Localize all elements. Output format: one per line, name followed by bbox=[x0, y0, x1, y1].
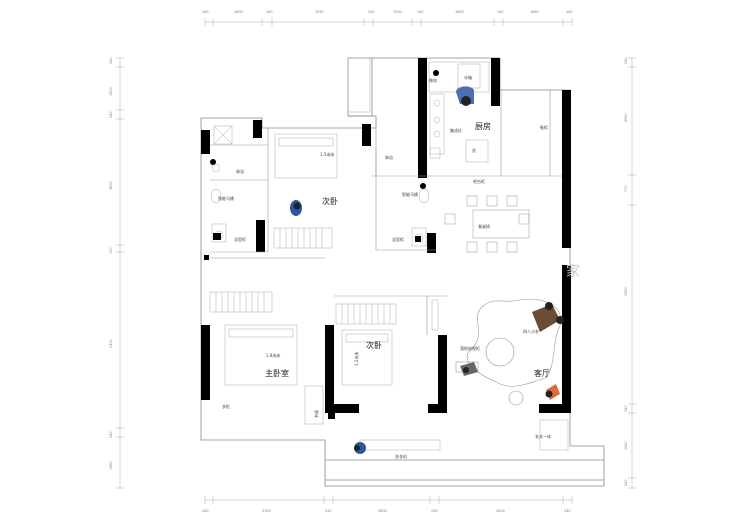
dim-bottom-5: 240 bbox=[431, 509, 437, 513]
room-label-second-bedroom-bottom: 次卧 bbox=[366, 340, 382, 350]
living-rug bbox=[467, 298, 562, 387]
bed-second-bottom bbox=[341, 329, 393, 386]
dim-bottom-6: 3400 bbox=[496, 509, 505, 513]
label-bar-counter: 吧台柜 bbox=[473, 178, 485, 184]
label-basin-right: 浴室柜 bbox=[392, 236, 404, 242]
coffee-table bbox=[485, 337, 515, 367]
label-toilet-left: 智能马桶 bbox=[218, 195, 234, 201]
room-label-living-room: 客厅 bbox=[534, 368, 550, 378]
dim-left-6: 2300 bbox=[109, 339, 113, 348]
person-living-icon bbox=[545, 384, 560, 400]
dim-right-2: 2940 bbox=[624, 113, 628, 122]
dim-right-1: 240 bbox=[624, 58, 628, 64]
dim-right-3: 770 bbox=[624, 186, 628, 192]
label-dining-table: 餐桌椅 bbox=[478, 223, 490, 229]
wardrobe-second-bottom bbox=[335, 303, 397, 325]
floor-drain-left bbox=[213, 233, 221, 240]
label-shower-left: 淋浴 bbox=[236, 168, 244, 174]
label-sink: 集成灶 bbox=[450, 127, 462, 133]
person-bedroom-icon bbox=[290, 200, 302, 216]
wardrobe-second-top bbox=[273, 227, 333, 249]
label-bed-12: 1.2米床 bbox=[353, 352, 359, 366]
room-label-second-bedroom-top: 次卧 bbox=[322, 196, 338, 206]
label-basin-left: 浴室柜 bbox=[234, 236, 246, 242]
label-desk: 书桌 bbox=[313, 410, 319, 418]
structural-walls bbox=[201, 58, 571, 419]
dim-top-8: 1600 bbox=[455, 10, 464, 14]
dim-left-2: 1500 bbox=[109, 87, 113, 96]
wardrobe-second-side bbox=[431, 299, 439, 331]
dim-bottom-3: 240 bbox=[325, 509, 331, 513]
bed-second-top bbox=[274, 133, 338, 179]
bottom-dimension-line bbox=[204, 496, 573, 504]
partitions bbox=[210, 90, 562, 335]
dim-right-4: 2360 bbox=[624, 287, 628, 296]
dim-right-6: 1540 bbox=[624, 441, 628, 450]
dim-bottom-7: 240 bbox=[564, 509, 570, 513]
dim-top-1: 240 bbox=[202, 10, 208, 14]
label-fridge: 冰箱 bbox=[464, 74, 472, 80]
dim-left-1: 240 bbox=[109, 58, 113, 64]
dim-left-8: 1360 bbox=[109, 461, 113, 470]
label-entrance: 玄关一体 bbox=[535, 433, 551, 439]
dim-top-9: 240 bbox=[497, 10, 503, 14]
dim-right-7: 240 bbox=[624, 480, 628, 486]
dim-top-7: 240 bbox=[417, 10, 423, 14]
label-sofa: 四人沙发 bbox=[523, 328, 539, 334]
bathroom-left-fixtures bbox=[210, 125, 233, 243]
label-shower-right: 淋浴 bbox=[385, 154, 393, 160]
person-entrance-icon bbox=[354, 442, 366, 454]
top-dimension-line bbox=[204, 18, 573, 26]
dim-top-11: 240 bbox=[566, 10, 572, 14]
dim-top-3: 100 bbox=[266, 10, 272, 14]
dim-left-7: 240 bbox=[109, 432, 113, 438]
room-label-master-bedroom: 主卧室 bbox=[265, 368, 289, 378]
label-washer: 洗衣机 bbox=[395, 453, 407, 459]
person-tv-icon bbox=[460, 362, 478, 376]
kitchen-column bbox=[492, 95, 498, 101]
kitchen-fixtures bbox=[428, 61, 490, 163]
right-dimension-line bbox=[628, 57, 636, 489]
label-tv-cabinet: 落地电视柜 bbox=[460, 345, 480, 351]
label-sink2: 洗 bbox=[472, 147, 476, 153]
label-wardrobe: 衣柜 bbox=[222, 403, 230, 409]
dim-top-2: 1600 bbox=[234, 10, 243, 14]
bed-master bbox=[224, 324, 298, 386]
person-sofa-icon bbox=[532, 302, 564, 332]
watermark-logo: 家 bbox=[566, 263, 580, 280]
label-microwave: 微电 bbox=[429, 77, 437, 83]
dim-bottom-1: 240 bbox=[202, 509, 208, 513]
left-dimension-line bbox=[116, 57, 124, 489]
wardrobe-master bbox=[209, 291, 273, 313]
dim-left-5: 100 bbox=[109, 248, 113, 254]
room-label-kitchen: 厨房 bbox=[475, 121, 491, 131]
dim-top-5: 240 bbox=[368, 10, 374, 14]
dining-set bbox=[444, 195, 530, 253]
side-table bbox=[508, 390, 524, 406]
kitchen-dot bbox=[433, 70, 439, 76]
dim-top-10: 1660 bbox=[530, 10, 539, 14]
dim-top-4: 2550 bbox=[315, 10, 324, 14]
label-bed-18: 1.8米床 bbox=[266, 352, 280, 358]
dim-top-6: 1500 bbox=[393, 10, 402, 14]
person-kitchen-icon bbox=[456, 86, 474, 106]
label-cabinet: 鞋柜 bbox=[540, 124, 548, 130]
dim-left-4: 3600 bbox=[109, 181, 113, 190]
dim-left-3: 240 bbox=[109, 112, 113, 118]
label-toilet-right: 智能马桶 bbox=[402, 191, 418, 197]
drain-right-top bbox=[420, 183, 426, 189]
dim-bottom-4: 2600 bbox=[378, 509, 387, 513]
dim-bottom-2: 3100 bbox=[262, 509, 271, 513]
drain-left-top bbox=[210, 159, 216, 165]
label-bed-15: 1.5米床 bbox=[320, 151, 334, 157]
dim-right-5: 240 bbox=[624, 406, 628, 412]
floor-drain-right bbox=[415, 236, 421, 242]
